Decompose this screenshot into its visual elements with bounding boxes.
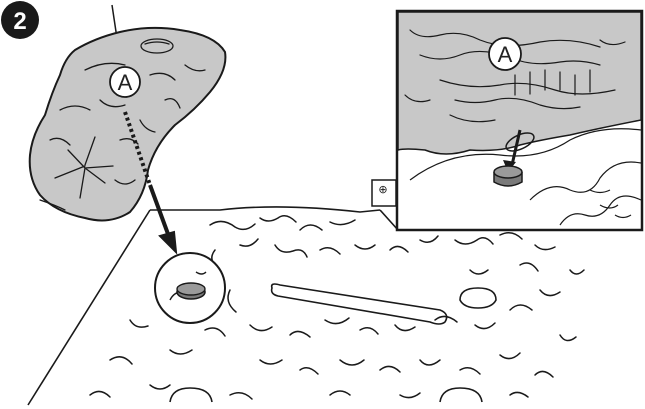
magnet-highlight — [155, 253, 225, 323]
tank-edge-top — [150, 207, 380, 212]
down-arrow-icon — [160, 232, 176, 252]
step-number: 2 — [13, 8, 26, 35]
rock-callout-label: A — [118, 70, 133, 95]
inset-callout-label: A — [498, 42, 513, 67]
tank-edge-left — [28, 210, 150, 405]
step-badge: 2 — [1, 1, 39, 39]
terminal-symbol: ⊕ — [378, 183, 387, 196]
inset-magnet — [494, 166, 522, 186]
tank-edge-right — [380, 210, 398, 230]
inset-detail: A — [397, 11, 642, 230]
rock-part-a: A — [30, 5, 226, 220]
terminal-tab: ⊕ — [372, 180, 396, 206]
substrate-groove — [272, 284, 447, 324]
